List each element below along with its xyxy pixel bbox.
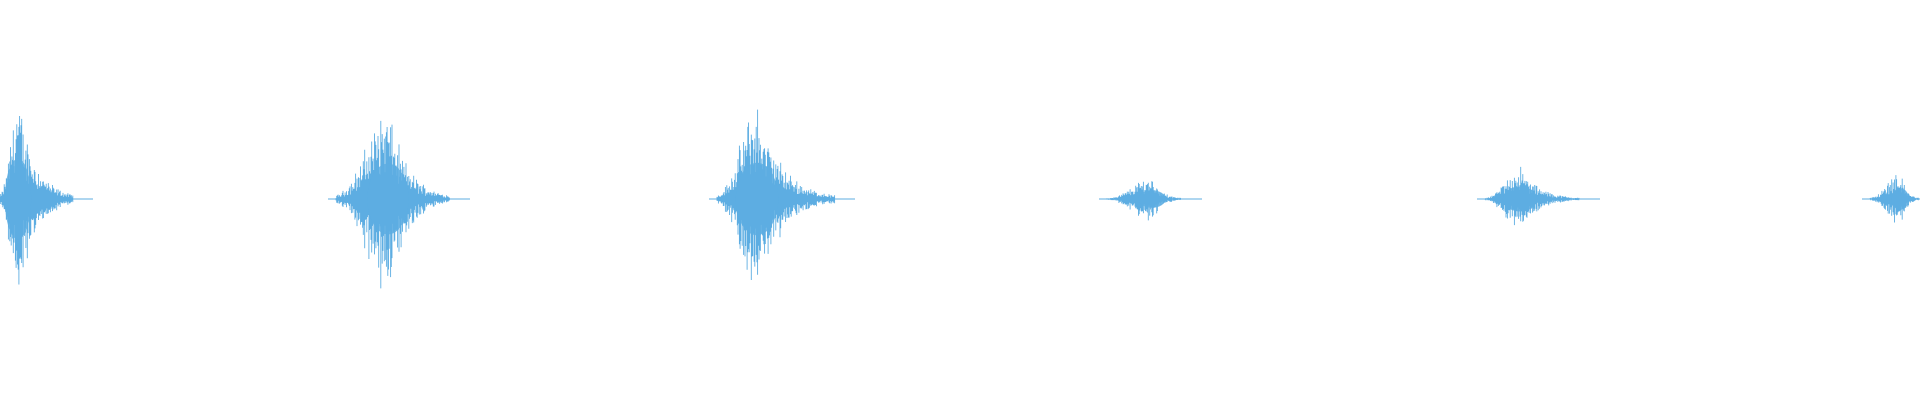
waveform-burst-core [1138,190,1166,208]
waveform-burst-core [1891,188,1909,210]
waveform-burst-core [735,162,779,236]
waveform-burst-core [1502,186,1538,212]
waveform-burst [328,120,470,289]
waveform-burst [709,109,855,280]
waveform-burst-core [367,163,409,235]
waveform-burst [0,116,93,285]
waveform-burst [1477,166,1600,226]
waveform-burst-core [4,158,32,240]
waveform-burst [1099,181,1202,221]
waveform-burst [1862,175,1920,223]
waveform-bursts [0,109,1920,289]
